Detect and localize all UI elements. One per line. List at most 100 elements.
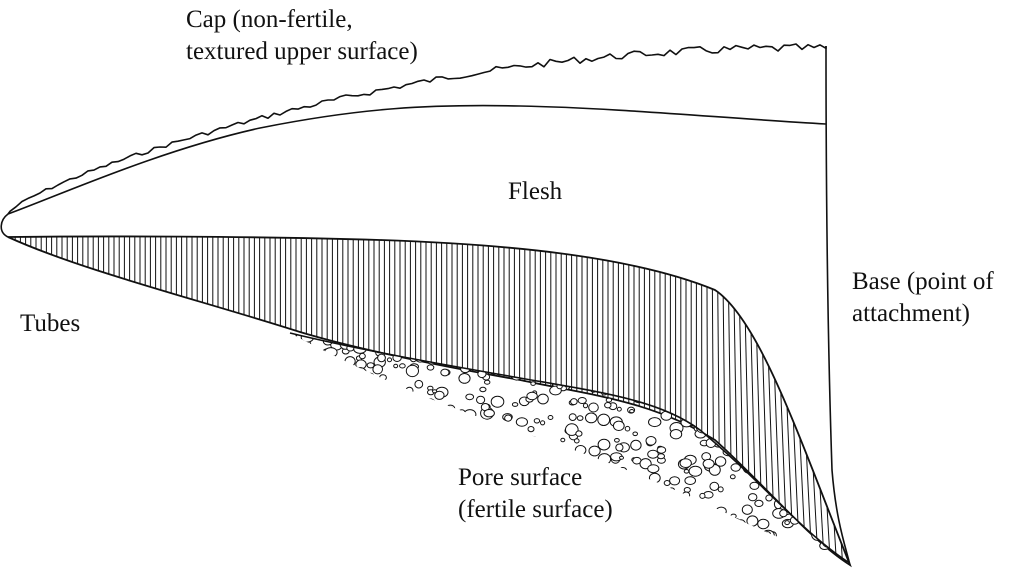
pore-circle bbox=[677, 375, 689, 384]
pore-circle bbox=[303, 395, 312, 403]
pore-circle bbox=[389, 529, 396, 535]
pore-circle bbox=[659, 383, 668, 392]
pore-circle bbox=[409, 424, 417, 432]
pore-circle bbox=[364, 332, 369, 336]
pore-circle bbox=[844, 431, 854, 440]
pore-circle bbox=[797, 548, 806, 554]
pore-circle bbox=[840, 452, 848, 458]
pore-circle bbox=[790, 399, 801, 407]
pore-circle bbox=[287, 375, 297, 382]
pore-circle bbox=[839, 478, 850, 488]
pore-circle bbox=[505, 415, 512, 421]
pore-circle bbox=[521, 443, 534, 452]
pore-circle bbox=[326, 360, 331, 365]
pore-circle bbox=[700, 529, 708, 537]
pore-circle bbox=[727, 527, 739, 539]
pore-circle bbox=[803, 368, 809, 373]
pore-circle bbox=[586, 413, 597, 423]
pore-circle bbox=[303, 392, 311, 399]
pore-circle bbox=[792, 361, 800, 369]
pore-circle bbox=[406, 520, 411, 524]
pore-circle bbox=[644, 392, 651, 397]
pore-circle bbox=[475, 548, 486, 558]
pore-circle bbox=[800, 495, 813, 506]
tube-layer-outline bbox=[8, 236, 850, 565]
pore-circle bbox=[572, 340, 584, 351]
pore-circle bbox=[403, 433, 411, 439]
pore-circle bbox=[295, 358, 302, 364]
pore-circle bbox=[656, 505, 667, 513]
pore-circle bbox=[755, 500, 763, 506]
pore-circle bbox=[444, 438, 455, 447]
pore-circle bbox=[734, 551, 740, 556]
pore-circle bbox=[402, 397, 415, 408]
pore-circle bbox=[330, 544, 343, 554]
pore-circle bbox=[441, 369, 449, 376]
pore-circle bbox=[334, 483, 345, 492]
pore-circle bbox=[574, 336, 582, 342]
pore-circle bbox=[747, 516, 758, 526]
pore-circle bbox=[571, 399, 578, 405]
pore-circle bbox=[417, 515, 424, 522]
tube-line bbox=[769, 230, 782, 570]
pore-circle bbox=[505, 368, 509, 372]
pore-circle bbox=[841, 526, 849, 533]
pore-circle bbox=[512, 535, 519, 541]
pore-circle bbox=[619, 468, 626, 473]
pore-circle bbox=[660, 527, 667, 532]
pore-circle bbox=[835, 559, 839, 563]
pore-circle bbox=[698, 546, 711, 555]
pore-circle bbox=[354, 368, 367, 380]
pore-circle bbox=[477, 425, 482, 429]
pore-circle bbox=[624, 500, 635, 508]
pore-circle bbox=[605, 403, 611, 408]
pore-circle bbox=[815, 416, 828, 428]
pore-circle bbox=[360, 353, 366, 358]
pore-circle bbox=[325, 522, 337, 532]
pore-circle bbox=[704, 416, 714, 423]
pore-circle bbox=[293, 518, 305, 528]
pore-circle bbox=[386, 409, 394, 417]
pore-circle bbox=[630, 506, 641, 516]
pore-circle bbox=[385, 514, 397, 525]
pore-circle bbox=[361, 485, 369, 493]
pore-circle bbox=[345, 357, 355, 367]
pore-circle bbox=[455, 537, 465, 546]
pore-circle bbox=[644, 538, 654, 546]
pore-circle bbox=[680, 515, 686, 521]
pore-circle bbox=[836, 548, 841, 553]
tube-layer-hatching bbox=[10, 230, 874, 570]
pore-circle bbox=[320, 494, 326, 499]
pore-circle bbox=[469, 456, 474, 459]
pore-circle bbox=[835, 477, 841, 482]
pore-circle bbox=[734, 343, 742, 349]
pore-circle bbox=[706, 511, 714, 518]
pore-circle bbox=[670, 365, 681, 375]
pore-circle bbox=[298, 345, 306, 353]
pore-circle bbox=[369, 508, 375, 512]
pore-surface-label-line2: (fertile surface) bbox=[458, 494, 613, 526]
pore-circle bbox=[579, 551, 584, 555]
pore-circle bbox=[724, 365, 732, 371]
pore-circle bbox=[646, 437, 656, 446]
pore-circle bbox=[615, 439, 620, 443]
pore-circle bbox=[404, 489, 411, 495]
pore-circle bbox=[639, 349, 647, 356]
pore-circle bbox=[843, 464, 855, 475]
pore-circle bbox=[374, 490, 380, 494]
pore-circle bbox=[406, 365, 418, 376]
pore-circle bbox=[585, 553, 589, 557]
pore-circle bbox=[653, 360, 665, 370]
pore-circle bbox=[307, 500, 315, 506]
pore-circle bbox=[649, 473, 660, 483]
pore-circle bbox=[795, 370, 799, 373]
pore-circle bbox=[375, 465, 381, 469]
pore-circle bbox=[660, 556, 672, 565]
pore-circle bbox=[458, 410, 465, 416]
pore-circle bbox=[426, 423, 435, 430]
pore-circle bbox=[373, 484, 384, 493]
pore-circle bbox=[424, 554, 429, 558]
pore-circle bbox=[693, 528, 703, 535]
pore-circle bbox=[291, 434, 300, 441]
pore-circle bbox=[430, 435, 436, 440]
